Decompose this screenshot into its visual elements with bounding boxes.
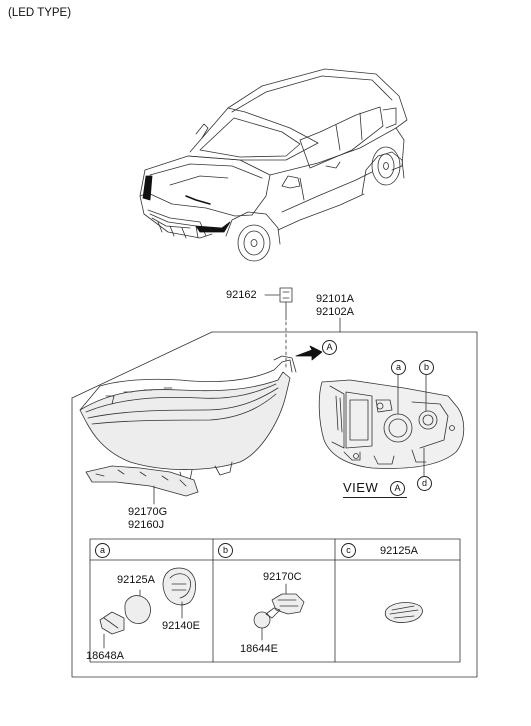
table-header-a-marker: a xyxy=(95,543,110,558)
car-illustration xyxy=(139,68,408,262)
table-header-b-marker: b xyxy=(218,543,233,558)
arrow-callout-a: A xyxy=(322,340,337,355)
view-callout-d: d xyxy=(417,476,432,491)
cell-b-socket-label: 92170C xyxy=(263,571,302,583)
view-label-marker: A xyxy=(390,481,405,496)
view-underline xyxy=(343,497,407,498)
label-headlamp-rh: 92102A xyxy=(316,306,354,318)
view-callout-a: a xyxy=(391,360,406,375)
detail-table-grid xyxy=(89,538,461,663)
label-bracket-2: 92160J xyxy=(128,519,165,531)
bolt-92162 xyxy=(264,287,293,371)
label-headlamp-lh: 92101A xyxy=(316,293,354,305)
table-header-c-marker: c xyxy=(341,543,356,558)
label-bolt: 92162 xyxy=(226,289,257,301)
cell-a-parts xyxy=(99,567,196,649)
label-bracket-1: 92170G xyxy=(128,506,168,518)
cell-c-part xyxy=(384,602,423,623)
bracket-part xyxy=(85,465,199,505)
view-callout-b: b xyxy=(419,360,434,375)
cell-a-cap-label: 92125A xyxy=(117,574,155,586)
headlamp-assembly xyxy=(79,355,297,481)
table-header-c-label: 92125A xyxy=(380,545,418,557)
page-title: (LED TYPE) xyxy=(8,7,72,19)
view-label: VIEW xyxy=(343,480,378,495)
view-label-text: VIEW xyxy=(343,480,379,495)
cell-a-bulb-label: 18648A xyxy=(86,650,124,662)
cell-a-socket-label: 92140E xyxy=(162,620,200,632)
cell-b-parts xyxy=(253,583,305,641)
cell-b-bulb-label: 18644E xyxy=(240,643,278,655)
headlamp-rear-view xyxy=(318,372,465,477)
